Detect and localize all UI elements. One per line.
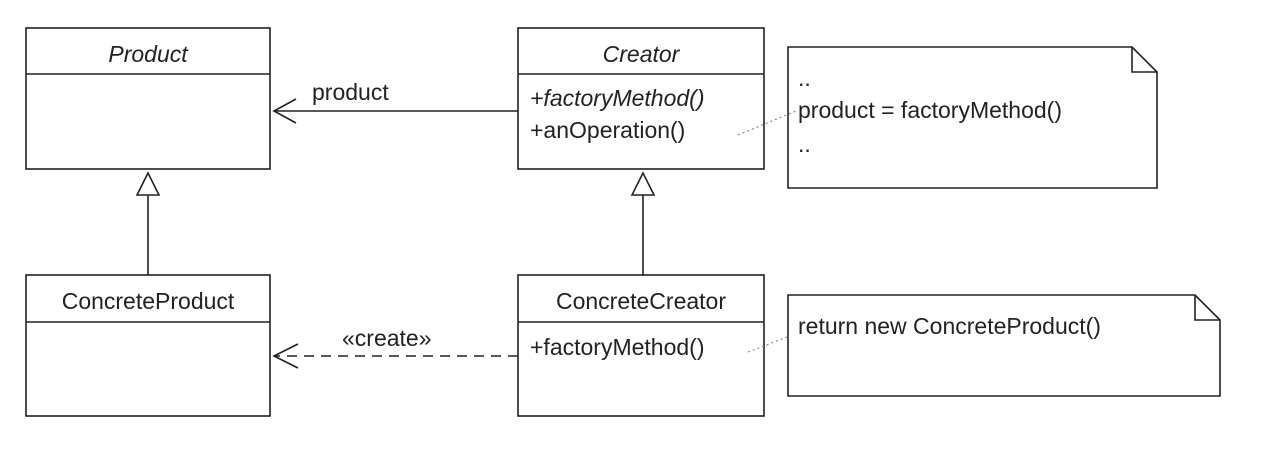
class-product-name: Product <box>108 41 189 67</box>
class-concrete-creator-box <box>517 274 765 417</box>
note-an-operation[interactable]: .. product = factoryMethod() .. <box>787 46 1158 189</box>
note-folded-corner-icon <box>1194 295 1220 321</box>
class-creator-name: Creator <box>603 41 681 67</box>
note-box <box>787 294 1221 397</box>
generalization-triangle-icon <box>135 171 161 196</box>
class-concrete-product-name: ConcreteProduct <box>62 288 235 314</box>
note-factory-method[interactable]: return new ConcreteProduct() <box>787 294 1221 397</box>
class-concrete-product[interactable]: ConcreteProduct <box>25 274 271 417</box>
dependency-create: «create» <box>272 325 518 369</box>
open-arrowhead-icon <box>272 343 299 369</box>
class-creator-operation-factory-method: +factoryMethod() <box>530 85 705 111</box>
note-line-1: return new ConcreteProduct() <box>798 313 1101 339</box>
note-line-3: .. <box>798 131 811 157</box>
generalization-concrete-product-to-product <box>135 171 161 275</box>
class-concrete-product-box <box>25 274 271 417</box>
generalization-triangle-icon <box>630 171 656 196</box>
class-creator-operation-an-operation: +anOperation() <box>530 117 685 143</box>
dependency-create-label: «create» <box>342 325 432 351</box>
class-creator-box <box>517 27 765 170</box>
association-product-label: product <box>312 79 389 105</box>
open-arrowhead-icon <box>272 98 297 124</box>
class-concrete-creator[interactable]: ConcreteCreator +factoryMethod() <box>517 274 765 417</box>
note-folded-corner-icon <box>1131 47 1157 73</box>
note-anchor-dotted-line <box>737 110 797 136</box>
class-creator[interactable]: Creator +factoryMethod() +anOperation() <box>517 27 765 170</box>
association-creator-to-product: product <box>272 79 518 124</box>
note-line-2: product = factoryMethod() <box>798 97 1062 123</box>
class-product-box <box>25 27 271 170</box>
class-concrete-creator-name: ConcreteCreator <box>556 288 726 314</box>
note-box <box>787 46 1158 189</box>
note-line-1: .. <box>798 65 811 91</box>
class-product[interactable]: Product <box>25 27 271 170</box>
generalization-concrete-creator-to-creator <box>630 171 656 275</box>
class-concrete-creator-operation-factory-method: +factoryMethod() <box>530 334 705 360</box>
